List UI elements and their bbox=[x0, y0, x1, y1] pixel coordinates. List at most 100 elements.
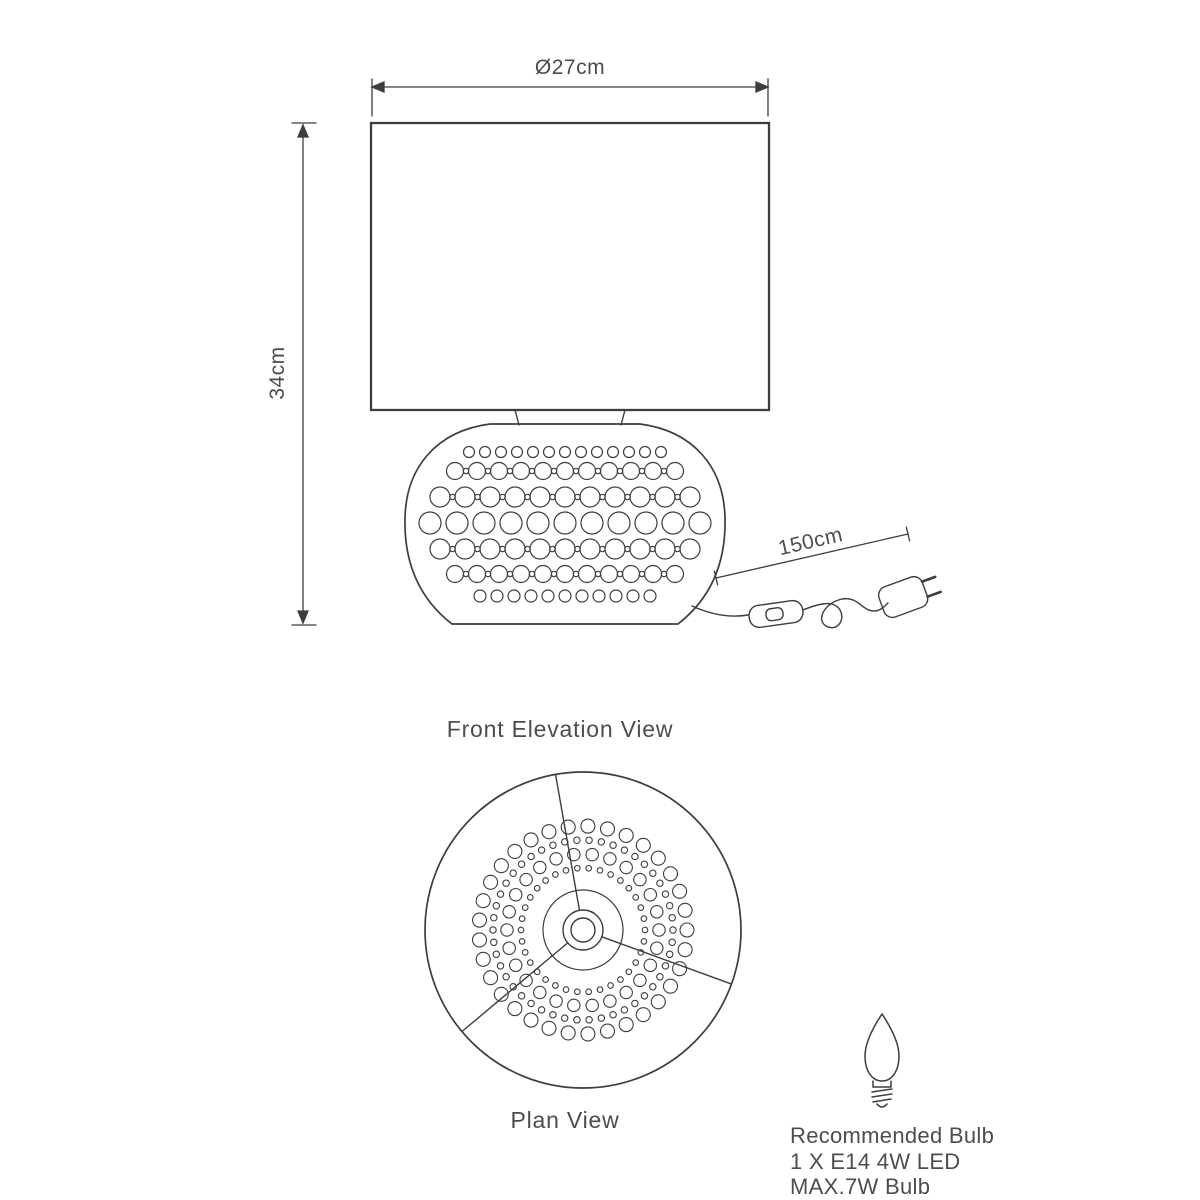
bead bbox=[626, 589, 640, 603]
bead bbox=[677, 902, 693, 918]
bead bbox=[603, 994, 617, 1008]
bead bbox=[507, 589, 521, 603]
bead bbox=[526, 894, 534, 901]
bead bbox=[549, 493, 556, 501]
bead bbox=[679, 486, 701, 508]
bead bbox=[620, 846, 629, 854]
bead bbox=[449, 545, 456, 553]
bead bbox=[643, 589, 657, 603]
bead bbox=[637, 949, 645, 956]
bead bbox=[475, 951, 491, 967]
bead bbox=[599, 564, 619, 584]
bead bbox=[542, 976, 549, 983]
bead bbox=[521, 904, 529, 911]
bead bbox=[483, 970, 499, 986]
bulb-max: MAX.7W Bulb bbox=[790, 1174, 930, 1199]
bead bbox=[490, 913, 498, 922]
bead bbox=[580, 511, 604, 535]
bead bbox=[599, 493, 606, 501]
bead bbox=[474, 545, 481, 553]
bead bbox=[640, 992, 649, 1000]
power-cord-loop bbox=[802, 597, 889, 629]
bead bbox=[524, 545, 531, 553]
bead bbox=[573, 864, 581, 872]
bead bbox=[533, 985, 547, 1000]
bead bbox=[483, 874, 499, 890]
bead bbox=[621, 461, 641, 481]
bead bbox=[549, 994, 563, 1008]
bead bbox=[607, 982, 614, 989]
bead bbox=[471, 932, 488, 948]
bead bbox=[575, 589, 589, 603]
bead bbox=[454, 538, 476, 560]
bead bbox=[654, 445, 668, 459]
bead bbox=[625, 884, 633, 892]
bead bbox=[555, 564, 575, 584]
bead bbox=[599, 545, 606, 553]
bead bbox=[499, 493, 506, 501]
bead bbox=[668, 913, 676, 922]
bead bbox=[603, 852, 617, 866]
bead bbox=[558, 445, 572, 459]
bead bbox=[549, 1011, 557, 1019]
bead bbox=[585, 1016, 593, 1024]
bead bbox=[502, 973, 510, 981]
bead bbox=[649, 983, 657, 991]
inline-switch bbox=[748, 599, 804, 629]
bead bbox=[507, 843, 523, 859]
bead bbox=[494, 445, 508, 459]
plan-bead-pattern bbox=[471, 818, 695, 1042]
bead bbox=[560, 1014, 569, 1022]
bead bbox=[650, 905, 664, 919]
bead bbox=[619, 985, 633, 1000]
bead bbox=[638, 445, 652, 459]
bead bbox=[594, 570, 602, 578]
bead bbox=[649, 493, 656, 501]
bead bbox=[624, 545, 631, 553]
bead bbox=[577, 564, 597, 584]
bead bbox=[511, 564, 531, 584]
shade-diameter-label: Ø27cm bbox=[535, 56, 605, 79]
bead bbox=[661, 511, 685, 535]
bead bbox=[502, 879, 510, 887]
bulb-icon bbox=[864, 1012, 900, 1108]
bead bbox=[508, 958, 523, 973]
bead bbox=[519, 973, 533, 988]
bead bbox=[640, 915, 648, 922]
spoke bbox=[601, 936, 732, 985]
bead bbox=[523, 832, 539, 848]
bead bbox=[579, 538, 601, 560]
bead bbox=[637, 904, 645, 911]
bead bbox=[541, 1020, 557, 1036]
bead bbox=[656, 879, 664, 887]
bead bbox=[542, 445, 556, 459]
bulb-tip bbox=[876, 1103, 888, 1108]
bead bbox=[552, 982, 559, 989]
bead bbox=[585, 998, 599, 1013]
bead bbox=[496, 962, 505, 970]
bead bbox=[526, 445, 540, 459]
bead bbox=[597, 838, 606, 846]
bead bbox=[509, 869, 517, 877]
bead bbox=[643, 887, 658, 902]
bead bbox=[574, 445, 588, 459]
bead bbox=[596, 867, 604, 874]
bead bbox=[549, 841, 557, 849]
bead bbox=[665, 901, 674, 910]
bead bbox=[533, 968, 541, 976]
bead bbox=[499, 545, 506, 553]
bead bbox=[665, 564, 685, 584]
plan-view-label: Plan View bbox=[510, 1107, 619, 1133]
bead bbox=[479, 538, 501, 560]
bead bbox=[604, 486, 626, 508]
bead bbox=[665, 950, 674, 959]
bead bbox=[631, 852, 639, 861]
bead bbox=[511, 461, 531, 481]
bead bbox=[524, 493, 531, 501]
bead bbox=[484, 467, 492, 475]
bead bbox=[665, 461, 685, 481]
bead bbox=[618, 1017, 634, 1033]
bead bbox=[633, 973, 647, 988]
bead bbox=[594, 467, 602, 475]
bead bbox=[606, 445, 620, 459]
